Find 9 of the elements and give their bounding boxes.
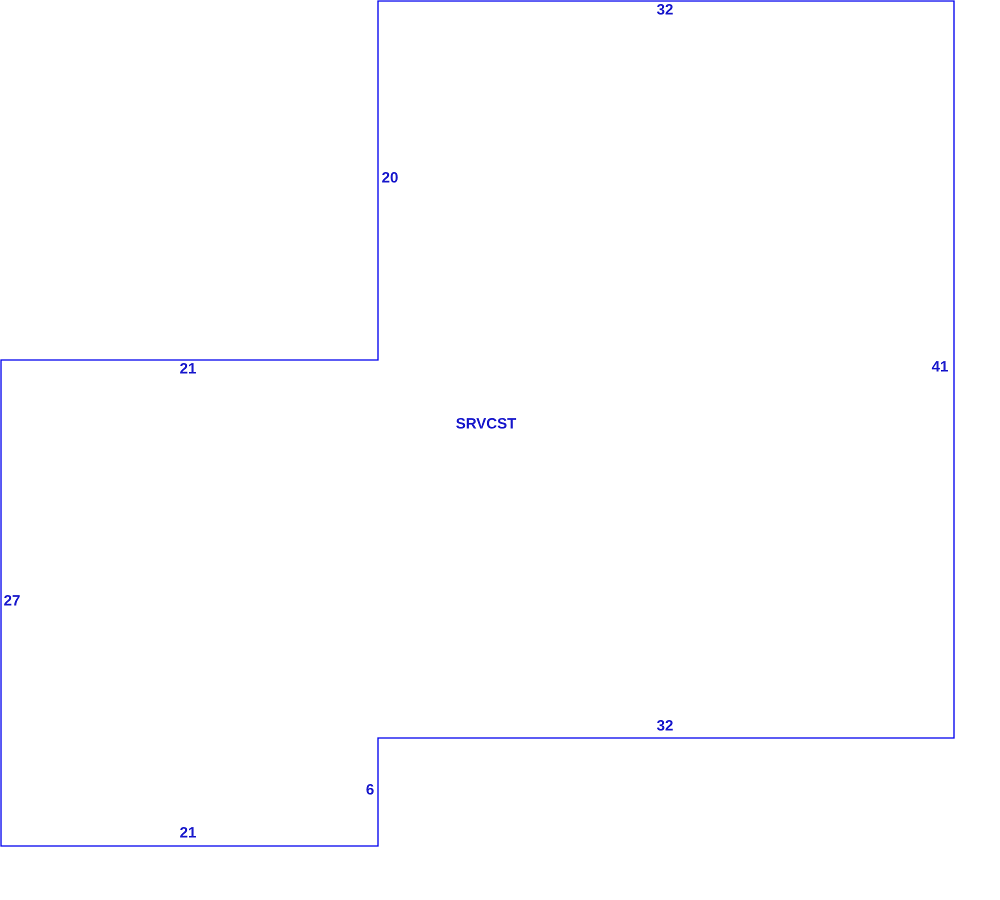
dimension-label: 27 — [4, 594, 20, 608]
area-label: SRVCST — [456, 416, 516, 432]
dimension-label: 21 — [180, 826, 196, 840]
dimension-label: 20 — [382, 170, 398, 186]
dimension-label: 6 — [366, 782, 374, 798]
dimension-label: 32 — [656, 2, 674, 18]
dimension-label: 41 — [932, 360, 948, 374]
dimension-label: 32 — [656, 718, 674, 734]
dimension-label: 21 — [180, 362, 196, 376]
